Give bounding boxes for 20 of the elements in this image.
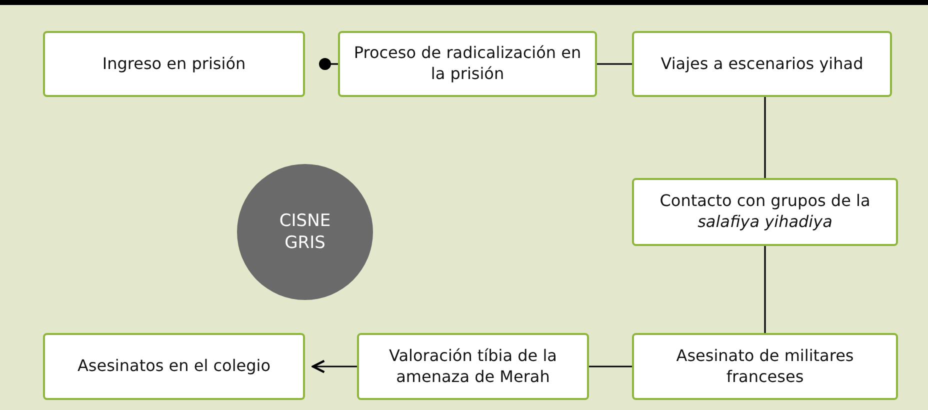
process-box [357, 333, 589, 400]
process-box [632, 178, 898, 246]
process-box [338, 31, 597, 97]
arrow [312, 360, 357, 374]
node-label: Proceso de radicalización en la prisión [352, 43, 582, 85]
connector-line [764, 246, 766, 333]
node-label: Contacto con grupos de la salafiya yihadiya [658, 191, 872, 233]
node-label: Asesinato de militares franceses [675, 346, 855, 388]
process-box [632, 31, 892, 97]
node-label: Valoración tíbia de la amenaza de Merah [388, 346, 558, 388]
process-box [43, 333, 305, 400]
node-label: Ingreso en prisión [102, 54, 246, 74]
node-label: CISNE GRIS [278, 210, 332, 254]
node-label: Asesinatos en el colegio [77, 356, 271, 377]
process-box [632, 333, 898, 400]
node-label: Viajes a escenarios yihad [660, 54, 864, 74]
process-box [43, 31, 305, 97]
connector-line [589, 366, 632, 368]
connector-line [764, 97, 766, 178]
connector-line [597, 63, 632, 65]
